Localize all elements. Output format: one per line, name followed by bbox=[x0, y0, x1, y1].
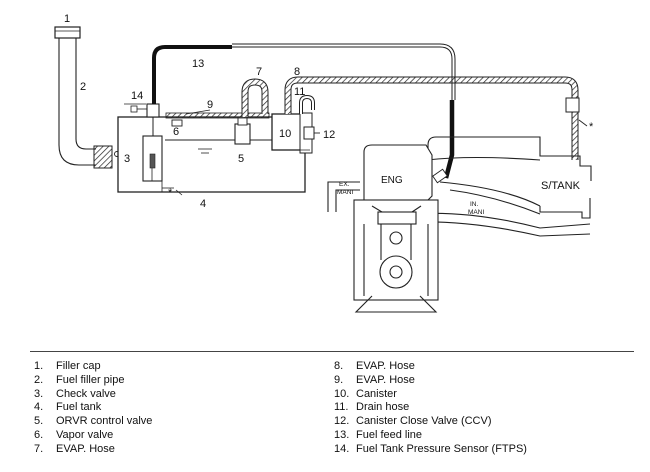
fuel-module bbox=[142, 135, 174, 192]
callout-13: 13 bbox=[192, 58, 204, 70]
callout-3: 3 bbox=[124, 153, 130, 165]
ex-mani-label-2: MANI bbox=[337, 189, 353, 196]
legend-item: 6.Vapor valve bbox=[34, 428, 114, 441]
callout-2: 2 bbox=[80, 81, 86, 93]
canister bbox=[271, 112, 313, 154]
callout-1: 1 bbox=[64, 13, 70, 25]
legend-left-column: 1.Filler cap 2.Fuel filler pipe 3.Check … bbox=[34, 360, 152, 457]
drain-hose bbox=[299, 94, 315, 114]
callout-star-ftps: * bbox=[589, 121, 594, 133]
legend-item: 2.Fuel filler pipe bbox=[34, 373, 125, 386]
in-mani-label-1: IN. bbox=[470, 201, 479, 208]
legend-item: 7.EVAP. Hose bbox=[34, 442, 115, 455]
callout-14: 14 bbox=[131, 90, 143, 102]
eng-label: ENG bbox=[381, 175, 403, 186]
fuel-feed-line bbox=[152, 43, 456, 179]
canister-close-valve bbox=[303, 126, 320, 145]
evap-hose-8 bbox=[284, 76, 579, 160]
s-tank-label: S/TANK bbox=[541, 180, 581, 192]
legend-item: 14.Fuel Tank Pressure Sensor (FTPS) bbox=[334, 442, 527, 455]
legend-item: 12.Canister Close Valve (CCV) bbox=[334, 415, 492, 428]
engine-labels: ENG EX. MANI IN. MANI S/TANK bbox=[337, 175, 581, 216]
leader-lines bbox=[124, 103, 211, 196]
legend-item: 3.Check valve bbox=[34, 387, 116, 400]
legend-item: 8.EVAP. Hose bbox=[334, 360, 415, 372]
callout-4: 4 bbox=[200, 198, 206, 210]
callout-9: 9 bbox=[207, 99, 213, 111]
vapor-valve bbox=[152, 117, 183, 136]
ex-mani-label-1: EX. bbox=[339, 181, 350, 188]
callout-7: 7 bbox=[256, 66, 262, 78]
legend-item: 9.EVAP. Hose bbox=[334, 373, 415, 386]
legend-item: 13.Fuel feed line bbox=[334, 428, 423, 441]
callout-star-tank: * bbox=[168, 187, 173, 199]
engine bbox=[353, 144, 439, 313]
fuel-tank-pressure-sensor bbox=[130, 103, 160, 118]
legend-right-column: 8.EVAP. Hose 9.EVAP. Hose 10.Canister 11… bbox=[334, 360, 527, 457]
callout-10: 10 bbox=[279, 128, 291, 140]
legend-item: 11.Drain hose bbox=[334, 401, 410, 414]
evap-hose-7 bbox=[241, 78, 269, 117]
legend-item: 5.ORVR control valve bbox=[34, 415, 153, 428]
callout-6: 6 bbox=[173, 126, 179, 138]
fuel-filler-pipe bbox=[58, 38, 96, 166]
callout-11: 11 bbox=[294, 86, 305, 98]
callout-12: 12 bbox=[323, 129, 335, 141]
check-valve bbox=[93, 145, 120, 169]
legend-item: 10.Canister bbox=[334, 387, 397, 400]
filler-cap bbox=[54, 26, 81, 39]
evap-hose-9 bbox=[165, 112, 270, 119]
legend-divider bbox=[30, 351, 634, 352]
legend-item: 1.Filler cap bbox=[34, 360, 101, 372]
callout-5: 5 bbox=[238, 153, 244, 165]
purge-valve bbox=[565, 97, 588, 127]
in-mani-label-2: MANI bbox=[468, 209, 484, 216]
legend-item: 4.Fuel tank bbox=[34, 401, 102, 414]
callout-8: 8 bbox=[294, 66, 300, 78]
exhaust-manifold bbox=[327, 181, 360, 212]
fuel-injector bbox=[432, 168, 448, 184]
callout-labels: 1 2 3 4 5 6 7 8 9 10 11 12 13 14 * * bbox=[64, 13, 594, 210]
